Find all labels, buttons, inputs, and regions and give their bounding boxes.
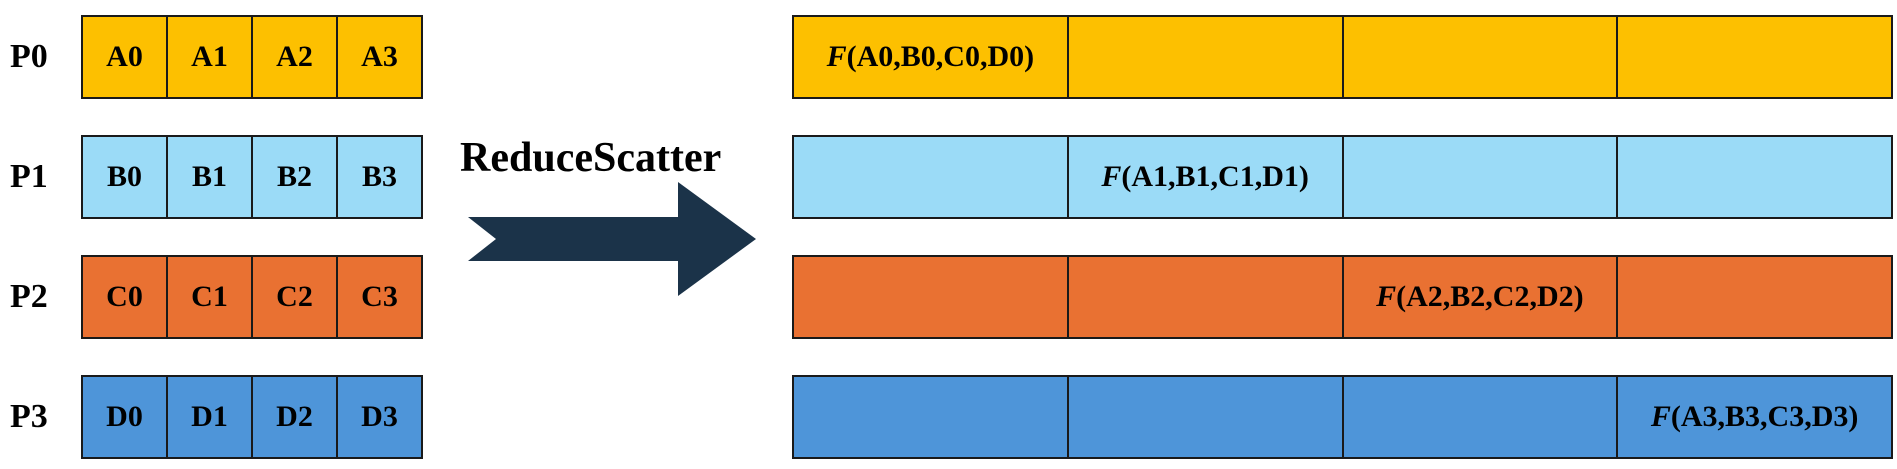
input-cell: A1	[168, 17, 253, 97]
output-cell-empty	[1618, 17, 1891, 97]
output-cell-result: F(A1,B1,C1,D1)	[1069, 137, 1344, 217]
output-cell-empty	[1069, 17, 1344, 97]
output-cell-empty	[1618, 257, 1891, 337]
input-cell: A2	[253, 17, 338, 97]
output-cell-empty	[1344, 137, 1619, 217]
output-buffer-p2: F(A2,B2,C2,D2)	[792, 255, 1893, 339]
function-args: (A0,B0,C0,D0)	[846, 40, 1035, 73]
input-cell: A0	[83, 17, 168, 97]
output-cell-result: F(A3,B3,C3,D3)	[1618, 377, 1891, 457]
input-cell: A3	[361, 40, 398, 73]
input-cell: C3	[361, 280, 398, 313]
right-arrow-icon	[468, 182, 756, 296]
process-label-p3: P3	[10, 398, 48, 435]
output-buffer-p1: F(A1,B1,C1,D1)	[792, 135, 1893, 219]
function-name: F	[1650, 400, 1671, 433]
input-cell: D2	[253, 377, 338, 457]
function-args: (A3,B3,C3,D3)	[1670, 400, 1859, 433]
output-cell-empty	[794, 137, 1069, 217]
operation-label: ReduceScatter	[460, 135, 722, 181]
input-cell: D1	[168, 377, 253, 457]
function-args: (A2,B2,C2,D2)	[1396, 280, 1584, 313]
input-cell: B2	[253, 137, 338, 217]
function-name: F	[1376, 280, 1397, 313]
output-cell-empty	[794, 257, 1069, 337]
process-label-p0: P0	[10, 38, 48, 75]
output-cell-empty	[1344, 377, 1619, 457]
input-cell: B1	[168, 137, 253, 217]
output-cell-empty	[1069, 377, 1344, 457]
output-cell-empty	[1618, 137, 1891, 217]
input-cell: D0	[83, 377, 168, 457]
output-cell-empty	[794, 377, 1069, 457]
function-args: (A1,B1,C1,D1)	[1121, 160, 1309, 193]
process-label-p1: P1	[10, 158, 48, 195]
input-cell: C0	[83, 257, 168, 337]
output-buffer-p0: F(A0,B0,C0,D0)	[792, 15, 1893, 99]
process-label-p2: P2	[10, 278, 48, 315]
output-cell-result: F(A0,B0,C0,D0)	[794, 17, 1069, 97]
function-name: F	[1101, 160, 1122, 193]
output-cell-empty	[1069, 257, 1344, 337]
input-cell: B0	[83, 137, 168, 217]
arrow-shape	[468, 182, 756, 296]
output-cell-empty	[1344, 17, 1619, 97]
output-buffer-p3: F(A3,B3,C3,D3)	[792, 375, 1893, 459]
function-name: F	[826, 40, 847, 73]
input-cell: C2	[253, 257, 338, 337]
input-cell: C1	[168, 257, 253, 337]
input-cell: B3	[361, 160, 397, 193]
output-cell-result: F(A2,B2,C2,D2)	[1344, 257, 1619, 337]
input-cell: D3	[361, 400, 398, 433]
